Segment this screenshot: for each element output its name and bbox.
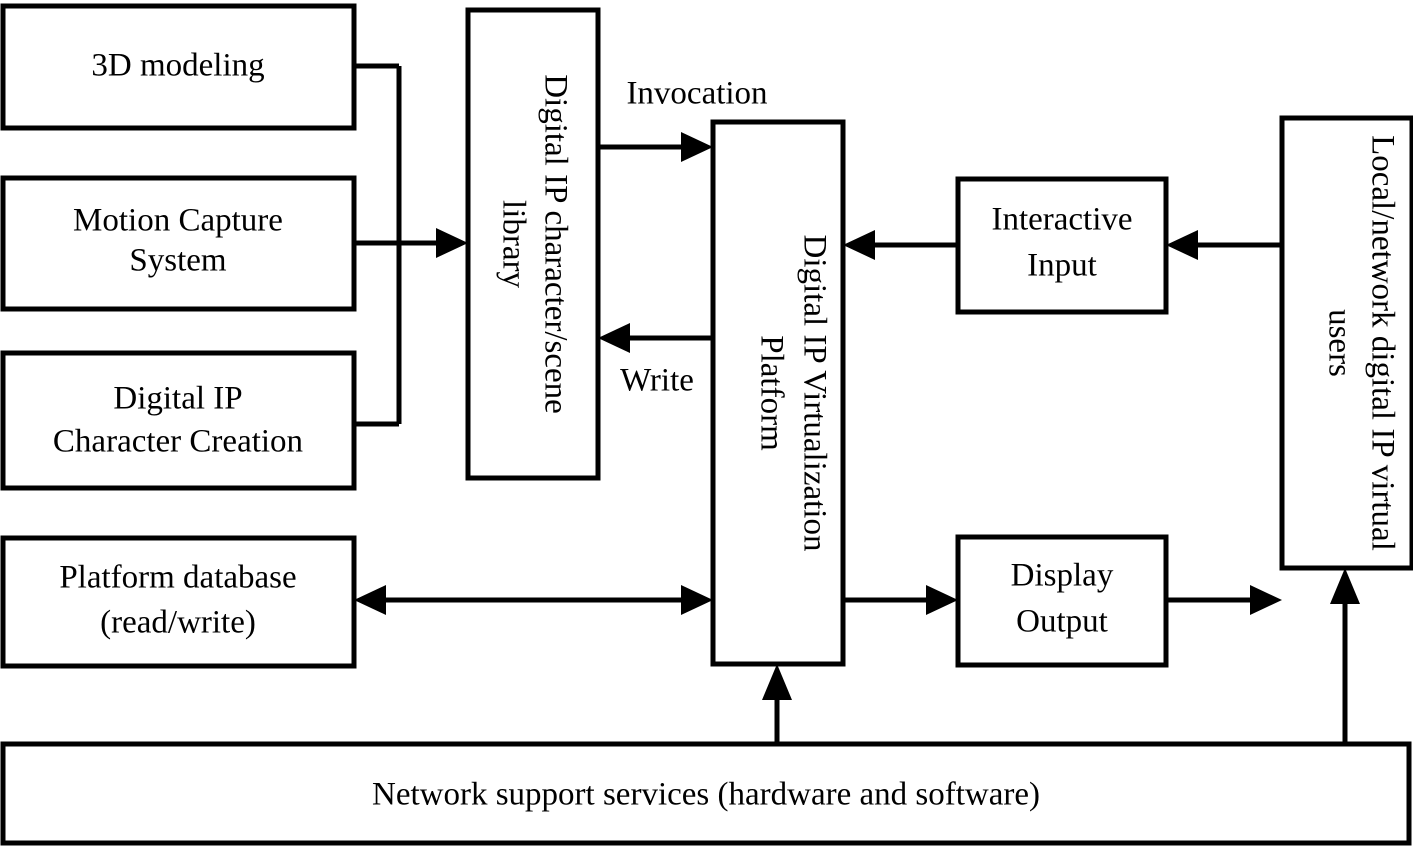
- node-motion-capture-system[interactable]: Motion Capture System: [0, 175, 357, 312]
- connector-users-to-interactive-input: [1166, 230, 1282, 260]
- edge-label-write: Write: [620, 363, 694, 399]
- arrowhead-to-platform-from-database: [681, 585, 713, 615]
- connector-invocation: Invocation: [598, 76, 768, 162]
- node-platform-database[interactable]: Platform database (read/write): [0, 535, 357, 669]
- node-3d-modeling[interactable]: 3D modeling: [0, 3, 357, 131]
- edge-label-invocation: Invocation: [626, 76, 767, 112]
- node-3d-modeling-label: 3D modeling: [91, 48, 264, 84]
- arrowhead-platform-to-display: [926, 585, 958, 615]
- connector-database-platform-bidirectional: [354, 585, 713, 615]
- node-display-output-label-line1: Display: [1011, 558, 1114, 594]
- node-digital-ip-character-creation-rect: [0, 350, 357, 491]
- arrowhead-network-to-platform: [762, 664, 792, 700]
- connector-display-output-to-users: [1166, 585, 1282, 615]
- node-digital-ip-virtualization-platform[interactable]: Digital IP Virtualization Platform: [710, 119, 846, 667]
- node-interactive-input-label-line2: Input: [1027, 248, 1097, 284]
- arrowhead-write: [598, 323, 630, 353]
- node-interactive-input[interactable]: Interactive Input: [955, 176, 1169, 315]
- connector-network-to-users: [1330, 568, 1360, 744]
- node-display-output[interactable]: Display Output: [955, 534, 1169, 668]
- node-interactive-input-rect: [955, 176, 1169, 315]
- node-library-rect: [465, 7, 601, 481]
- node-network-support-services-rect: [0, 741, 1412, 846]
- connector-platform-to-display-output: [843, 585, 958, 615]
- connector-write: Write: [598, 323, 713, 399]
- node-motion-capture-system-rect: [0, 175, 357, 312]
- node-platform-rect: [710, 119, 846, 667]
- node-platform-database-label-line1: Platform database: [59, 560, 296, 596]
- arrowhead-invocation: [681, 132, 713, 162]
- arrowhead-interactive-input-to-platform: [843, 230, 875, 260]
- node-network-support-services-label-alt: Network support services (hardware and s…: [372, 777, 1040, 813]
- node-digital-ip-character-scene-library[interactable]: Digital IP character/scene library: [465, 7, 601, 481]
- node-digital-ip-character-creation-label-line1: Digital IP: [113, 381, 242, 417]
- node-3d-modeling-rect: [0, 3, 357, 131]
- arrowhead-to-library: [436, 228, 468, 258]
- node-platform-database-rect: [0, 535, 357, 669]
- node-digital-ip-character-creation-label-line2: Character Creation: [53, 424, 303, 460]
- node-users-rect: [1279, 115, 1413, 571]
- node-motion-capture-system-label-line1: Motion Capture: [73, 203, 283, 239]
- node-platform-label-line2: Platform: [753, 335, 789, 451]
- arrowhead-display-to-users: [1250, 585, 1282, 615]
- node-display-output-rect: [955, 534, 1169, 668]
- node-digital-ip-character-creation[interactable]: Digital IP Character Creation: [0, 350, 357, 491]
- node-network-support-services[interactable]: Network support services (hardware and s…: [0, 741, 1412, 846]
- node-library-label-line1: Digital IP character/scene: [537, 74, 573, 414]
- node-local-network-digital-ip-virtual-users[interactable]: Local/network digital IP virtual users: [1279, 115, 1413, 571]
- node-platform-label-line1: Digital IP Virtualization: [796, 235, 832, 552]
- node-platform-database-label-line2: (read/write): [100, 605, 256, 641]
- node-motion-capture-system-label-line2: System: [129, 243, 227, 279]
- node-users-label-line1: Local/network digital IP virtual: [1364, 135, 1400, 551]
- node-display-output-label-line2: Output: [1016, 604, 1108, 640]
- connector-sources-to-library: [354, 63, 468, 427]
- node-library-label-line2: library: [495, 200, 531, 288]
- node-interactive-input-label-line1: Interactive: [991, 202, 1132, 238]
- connector-interactive-input-to-platform: [843, 230, 958, 260]
- node-users-label-line2: users: [1321, 309, 1357, 377]
- arrowhead-to-database: [354, 585, 386, 615]
- connector-network-to-platform: [762, 664, 792, 744]
- arrowhead-network-to-users: [1330, 568, 1360, 604]
- arrowhead-users-to-interactive-input: [1166, 230, 1198, 260]
